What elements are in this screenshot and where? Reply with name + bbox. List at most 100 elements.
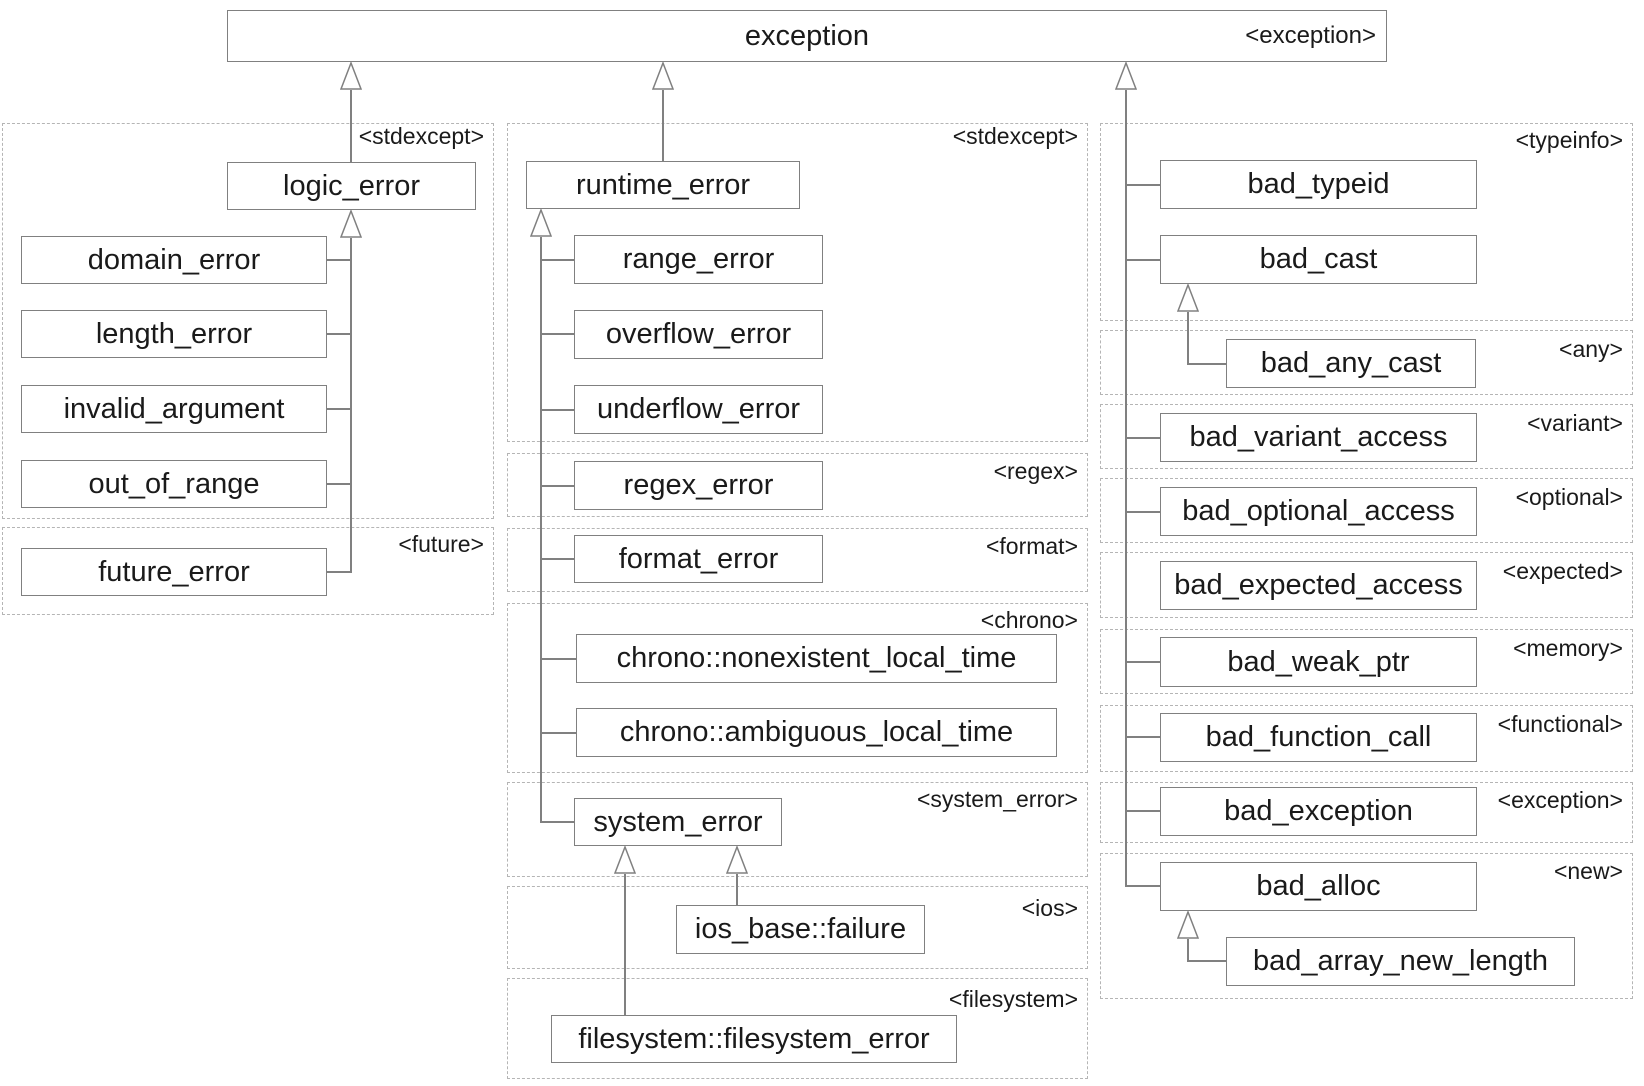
- group-header-chrono: <chrono>: [980, 607, 1078, 633]
- node-system-error: system_error: [574, 798, 782, 846]
- group-ios: [507, 886, 1088, 969]
- connector-chrono-ambiguous: [540, 732, 576, 734]
- group-functional: [1100, 705, 1633, 772]
- group-header-new: <new>: [1553, 858, 1623, 884]
- connector-exception-logic-error: [350, 90, 352, 162]
- node-length-error: length_error: [21, 310, 327, 358]
- node-bad-array-new-length: bad_array_new_length: [1226, 937, 1575, 986]
- group-typeinfo: [1100, 123, 1633, 321]
- group-header-ios: <ios>: [1021, 895, 1078, 921]
- node-bad-optional-access: bad_optional_access: [1160, 487, 1477, 536]
- inheritance-arrow-icon: [1115, 62, 1137, 90]
- connector-bad-weak-ptr: [1125, 661, 1160, 663]
- group-header-system-error: <system_error>: [916, 786, 1078, 812]
- group-future: [2, 527, 494, 615]
- group-expected: [1100, 552, 1633, 618]
- group-header-stdexcept-left: <stdexcept>: [358, 123, 484, 149]
- connector-underflow-error: [540, 409, 574, 411]
- group-header-typeinfo: <typeinfo>: [1515, 127, 1623, 153]
- inheritance-arrow-icon: [530, 209, 552, 237]
- connector-regex-error: [540, 485, 574, 487]
- header-exception-root: <exception>: [1245, 22, 1376, 49]
- node-bad-typeid: bad_typeid: [1160, 160, 1477, 209]
- group-stdexcept-mid: [507, 123, 1088, 442]
- connector-bad-cast: [1125, 259, 1160, 261]
- connector-bad-alloc-bad-array: [1187, 939, 1189, 961]
- node-exception: exception <exception>: [227, 10, 1387, 62]
- connector-bad-exception: [1125, 810, 1160, 812]
- group-header-exception: <exception>: [1497, 787, 1623, 813]
- connector-chrono-nonexistent: [540, 658, 576, 660]
- node-ios-base-failure: ios_base::failure: [676, 905, 925, 954]
- group-header-format: <format>: [985, 533, 1078, 559]
- connector-bad-array-new-length: [1187, 960, 1226, 962]
- node-out-of-range: out_of_range: [21, 460, 327, 508]
- group-regex: [507, 453, 1088, 517]
- group-header-stdexcept-mid: <stdexcept>: [952, 123, 1078, 149]
- node-domain-error: domain_error: [21, 236, 327, 284]
- node-bad-cast: bad_cast: [1160, 235, 1477, 284]
- inheritance-arrow-icon: [652, 62, 674, 90]
- node-bad-variant-access: bad_variant_access: [1160, 413, 1477, 462]
- connector-range-error: [540, 259, 574, 261]
- node-bad-expected-access: bad_expected_access: [1160, 561, 1477, 610]
- connector-system-error: [540, 821, 574, 823]
- group-optional: [1100, 478, 1633, 543]
- inheritance-arrow-icon: [340, 210, 362, 238]
- connector-bad-optional-access: [1125, 511, 1160, 513]
- connector-system-error-filesystem: [624, 874, 626, 1015]
- connector-overflow-error: [540, 333, 574, 335]
- connector-logic-error-spine: [350, 238, 352, 573]
- group-filesystem: [507, 978, 1088, 1079]
- node-overflow-error: overflow_error: [574, 310, 823, 359]
- group-exception-header: [1100, 782, 1633, 843]
- node-regex-error: regex_error: [574, 461, 823, 510]
- connector-out-of-range: [327, 483, 351, 485]
- group-header-regex: <regex>: [993, 458, 1078, 484]
- group-header-variant: <variant>: [1527, 410, 1623, 436]
- node-future-error: future_error: [21, 548, 327, 596]
- connector-bad-function-call: [1125, 736, 1160, 738]
- group-system-error: [507, 782, 1088, 877]
- connector-bad-typeid: [1125, 184, 1160, 186]
- group-stdexcept-left: [2, 123, 494, 519]
- node-chrono-ambiguous-local-time: chrono::ambiguous_local_time: [576, 708, 1057, 757]
- node-bad-alloc: bad_alloc: [1160, 862, 1477, 911]
- node-logic-error: logic_error: [227, 162, 476, 210]
- group-header-any: <any>: [1559, 336, 1623, 362]
- connector-bad-variant-access: [1125, 437, 1160, 439]
- connector-exception-runtime-error: [662, 90, 664, 161]
- connector-domain-error: [327, 259, 351, 261]
- node-bad-exception: bad_exception: [1160, 787, 1477, 836]
- node-invalid-argument: invalid_argument: [21, 385, 327, 433]
- inheritance-arrow-icon: [1177, 284, 1199, 312]
- node-range-error: range_error: [574, 235, 823, 284]
- node-bad-weak-ptr: bad_weak_ptr: [1160, 637, 1477, 687]
- connector-bad-alloc: [1125, 885, 1160, 887]
- group-format: [507, 528, 1088, 592]
- group-memory: [1100, 629, 1633, 694]
- group-variant: [1100, 404, 1633, 469]
- node-filesystem-filesystem-error: filesystem::filesystem_error: [551, 1015, 957, 1063]
- group-header-future: <future>: [398, 531, 484, 557]
- node-bad-function-call: bad_function_call: [1160, 713, 1477, 762]
- node-bad-any-cast: bad_any_cast: [1226, 339, 1476, 388]
- inheritance-arrow-icon: [340, 62, 362, 90]
- node-runtime-error: runtime_error: [526, 161, 800, 209]
- group-new: [1100, 853, 1633, 999]
- node-format-error: format_error: [574, 535, 823, 583]
- inheritance-arrow-icon: [726, 846, 748, 874]
- connector-invalid-argument: [327, 408, 351, 410]
- group-any: [1100, 330, 1633, 395]
- connector-system-error-ios: [736, 874, 738, 905]
- group-header-functional: <functional>: [1497, 711, 1623, 737]
- inheritance-arrow-icon: [614, 846, 636, 874]
- connector-format-error: [540, 558, 574, 560]
- group-header-optional: <optional>: [1515, 484, 1623, 510]
- connector-bad-cast-bad-any-cast: [1187, 312, 1189, 364]
- connector-future-error: [327, 571, 351, 573]
- group-header-memory: <memory>: [1513, 635, 1623, 661]
- connector-exception-right-spine: [1125, 90, 1127, 886]
- group-header-expected: <expected>: [1502, 558, 1623, 584]
